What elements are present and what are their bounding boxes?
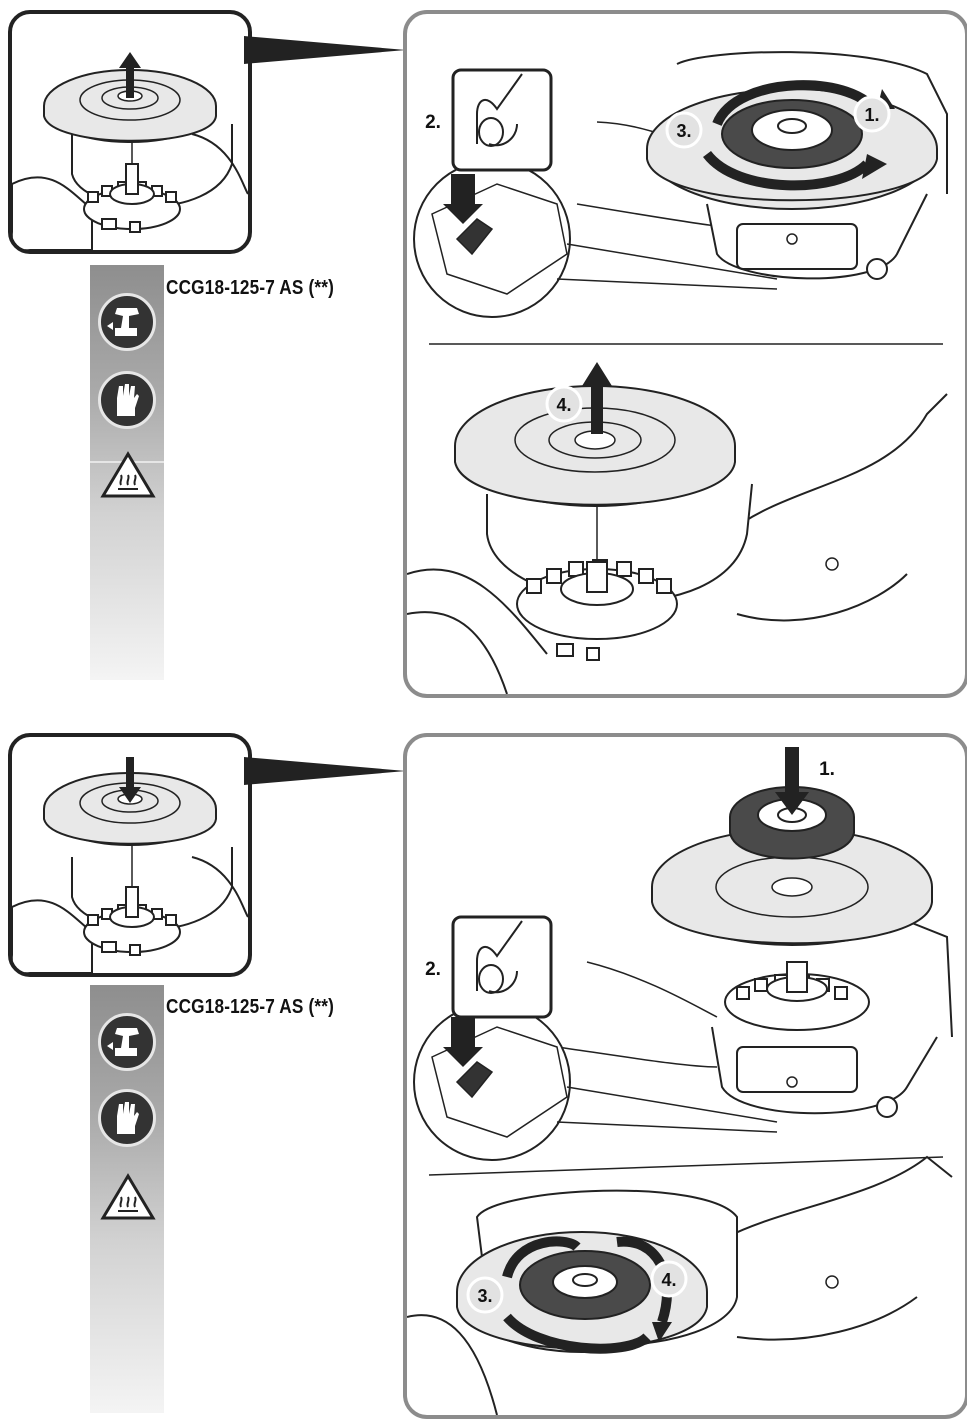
arrow-up-icon [119,52,141,98]
callout-pointer [244,36,406,64]
step-badge-3: 3. [466,1276,504,1314]
step-label-1: 1. [819,759,835,780]
thumbnail-panel [8,733,252,977]
thumbnail-illustration [12,69,248,250]
step-badge-4: 4. [650,1260,688,1298]
drill-battery-icon [98,1013,156,1071]
step-label-2: 2. [425,112,441,133]
glove-icon [98,371,156,429]
model-label: CCG18-125-7 AS (**) [166,277,334,299]
svg-text:1.: 1. [864,105,879,125]
step-label-2: 2. [425,959,441,980]
main-illustration-panel: 1. 3. 2. 4. [403,10,967,698]
main-illustration-panel: 1. 2. 3. 4. [403,733,967,1419]
svg-text:4.: 4. [661,1270,676,1290]
arrow-up-icon [582,362,612,434]
safety-icon-strip [90,265,164,680]
arrow-down-icon [775,747,809,815]
drill-battery-icon [98,293,156,351]
main-illustration: 1. 3. 2. 4. [407,51,948,694]
svg-text:4.: 4. [556,395,571,415]
arrow-down-icon [119,757,141,803]
svg-text:3.: 3. [676,121,691,141]
svg-text:3.: 3. [477,1286,492,1306]
glove-icon [98,1089,156,1147]
main-illustration: 1. 2. 3. 4. [407,747,953,1415]
thumbnail-panel [8,10,252,254]
model-label: CCG18-125-7 AS (**) [166,996,334,1018]
step-badge-3: 3. [665,111,703,149]
hot-surface-warning-icon [100,1173,156,1220]
callout-pointer [244,757,406,785]
step-badge-1: 1. [853,95,891,133]
safety-icon-strip [90,985,164,1413]
hot-surface-warning-icon [100,451,156,498]
thumbnail-illustration [12,772,248,973]
step-badge-4: 4. [545,385,583,423]
